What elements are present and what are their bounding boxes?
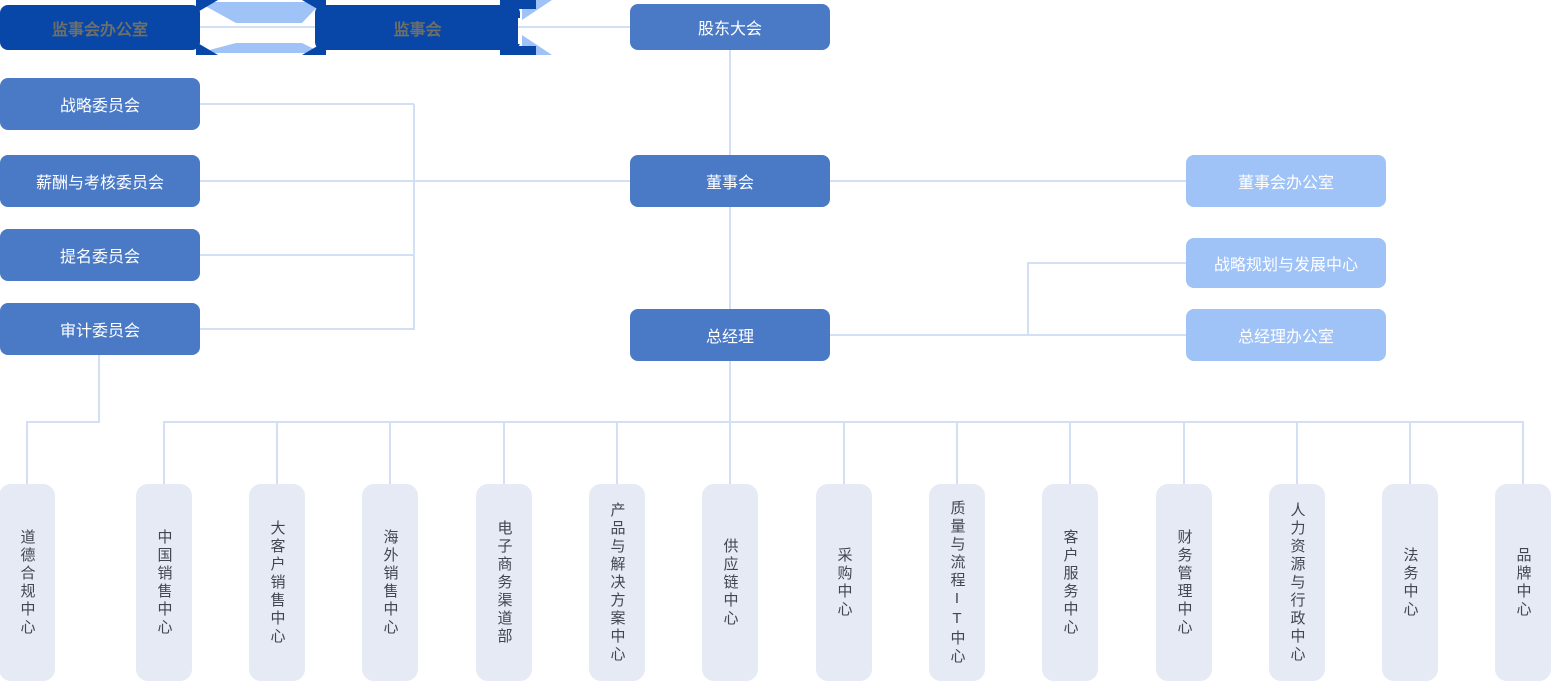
department-node: 电子商务渠道部: [476, 484, 532, 681]
connector-line: [830, 180, 1186, 182]
connector-line: [1183, 421, 1185, 484]
connector-line: [200, 328, 414, 330]
department-node: 道德合规中心: [0, 484, 55, 681]
connector-line: [163, 421, 165, 484]
department-node: 供应链中心: [702, 484, 758, 681]
department-node: 中国销售中心: [136, 484, 192, 681]
connector-line: [276, 421, 278, 484]
connector-line: [26, 421, 28, 484]
department-node: 海外销售中心: [362, 484, 418, 681]
connector-line: [200, 180, 630, 182]
connector-line: [26, 421, 100, 423]
connector-line: [1069, 421, 1071, 484]
connector-line: [98, 355, 100, 423]
supervisory-office-node: 监事会办公室: [0, 5, 200, 50]
shareholders-meeting-node: 股东大会: [630, 4, 830, 50]
connector-line: [729, 207, 731, 309]
connector-line: [1409, 421, 1411, 484]
connector-line: [729, 421, 731, 484]
department-node: 人力资源与行政中心: [1269, 484, 1325, 681]
department-node: 质量与流程IT中心: [929, 484, 985, 681]
general-manager-node: 总经理: [630, 309, 830, 361]
connector-line: [830, 334, 1186, 336]
department-node: 法务中心: [1382, 484, 1438, 681]
connector-line: [843, 421, 845, 484]
connector-line: [1027, 262, 1029, 336]
connector-line: [389, 421, 391, 484]
department-node: 品牌中心: [1495, 484, 1551, 681]
gm-office-node: 总经理办公室: [1186, 309, 1386, 361]
connector-line: [1296, 421, 1298, 484]
department-node: 大客户销售中心: [249, 484, 305, 681]
connector-line: [200, 103, 414, 105]
strategy-planning-center-node: 战略规划与发展中心: [1186, 238, 1386, 288]
connector-line: [503, 421, 505, 484]
board-of-directors-node: 董事会: [630, 155, 830, 207]
connector-line: [413, 104, 415, 330]
department-node: 财务管理中心: [1156, 484, 1212, 681]
committee-node: 审计委员会: [0, 303, 200, 355]
connector-line: [200, 254, 414, 256]
supervisory-board-node: 监事会: [315, 5, 520, 50]
connector-line: [729, 361, 731, 422]
department-node: 采购中心: [816, 484, 872, 681]
connector-line: [1027, 262, 1186, 264]
connector-line: [1522, 421, 1524, 484]
connector-line: [616, 421, 618, 484]
connector-line: [956, 421, 958, 484]
committee-node: 薪酬与考核委员会: [0, 155, 200, 207]
board-office-node: 董事会办公室: [1186, 155, 1386, 207]
committee-node: 提名委员会: [0, 229, 200, 281]
department-node: 客户服务中心: [1042, 484, 1098, 681]
department-node: 产品与解决方案中心: [589, 484, 645, 681]
committee-node: 战略委员会: [0, 78, 200, 130]
connector-line: [729, 50, 731, 155]
